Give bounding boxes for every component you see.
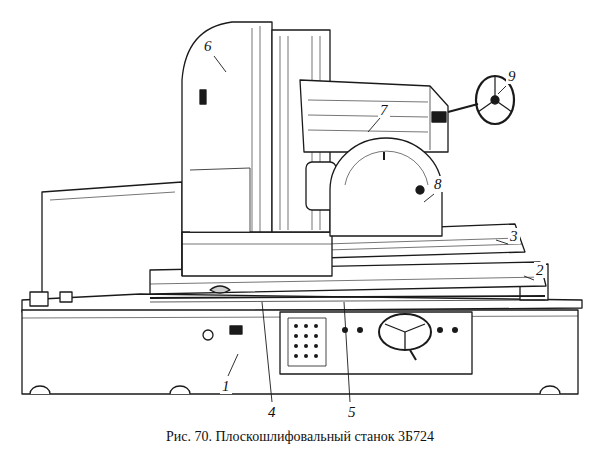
callout-number: 2: [534, 262, 546, 278]
callout-number: 8: [432, 176, 444, 192]
callout-number: 4: [266, 404, 278, 420]
callout-number: 6: [202, 38, 214, 54]
callout-number: 3: [508, 228, 520, 244]
callout-number: 9: [506, 68, 518, 84]
callout-number: 5: [346, 404, 358, 420]
callout-number: 7: [378, 102, 390, 118]
callout-number: 1: [220, 378, 232, 394]
figure-caption: Рис. 70. Плоскошлифовальный станок 3Б724: [0, 428, 600, 446]
